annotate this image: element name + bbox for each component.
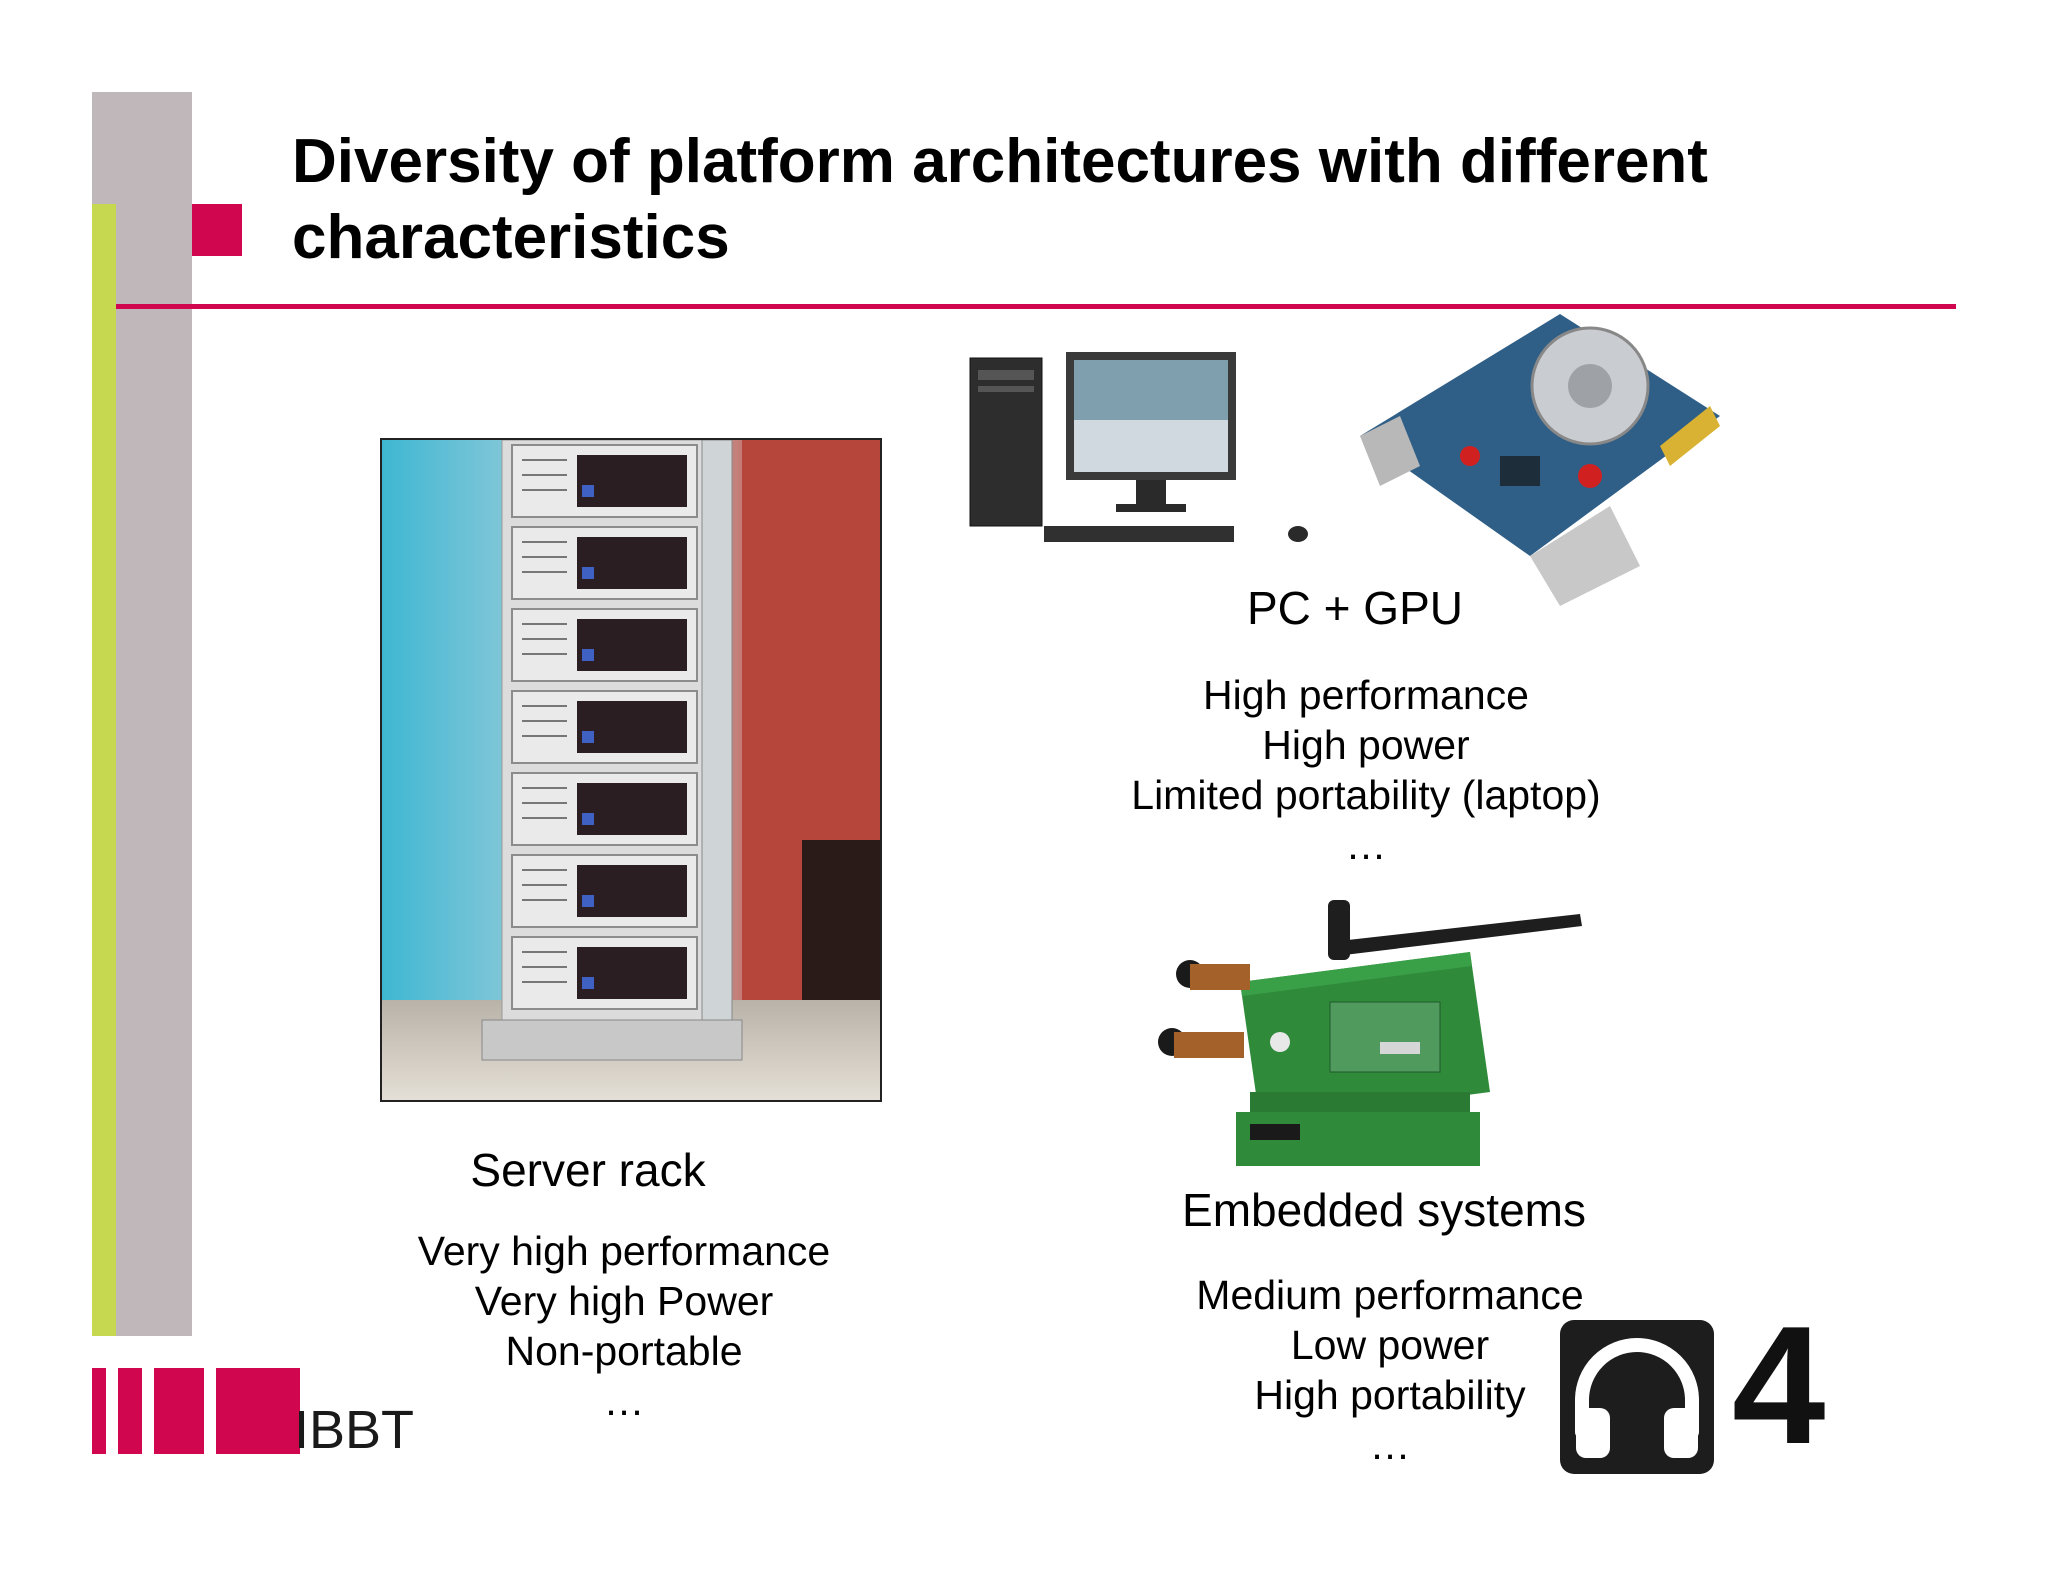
server-rack-label: Server rack [470, 1144, 706, 1196]
server-rack-photo [380, 438, 882, 1102]
title-divider [116, 304, 1956, 309]
embedded-systems-characteristics: Medium performance Low power High portab… [1150, 1270, 1630, 1470]
server-rack-line: Non-portable [505, 1328, 743, 1374]
ibbt-logo: IBBT [92, 1368, 422, 1458]
server-rack-line: Very high Power [474, 1278, 774, 1324]
gpu-card-photo [1340, 306, 1720, 606]
embedded-line: … [1369, 1422, 1411, 1468]
gpu-card-image [1360, 314, 1720, 606]
pc-gpu-characteristics: High performance High power Limited port… [1066, 670, 1666, 870]
pc-gpu-label: PC + GPU [1246, 582, 1463, 634]
sidebar-green-bar [92, 204, 116, 1336]
slide-title: Diversity of platform architectures with… [292, 124, 1792, 276]
logo-bar [92, 1368, 106, 1454]
server-rack-line: Very high performance [417, 1228, 831, 1274]
server-rack-image [382, 440, 880, 1100]
slide-title-line-1: Diversity of platform architectures with… [292, 127, 1708, 196]
server-rack-line: … [603, 1378, 645, 1424]
embedded-board-photo [1150, 892, 1590, 1168]
pc-gpu-line: High performance [1203, 672, 1529, 718]
pc-photo [966, 350, 1316, 554]
pc-image [969, 352, 1308, 542]
embedded-line: High portability [1254, 1372, 1526, 1418]
badge-number: 4 [1732, 1291, 1826, 1479]
title-accent-square [192, 204, 242, 256]
headphones-badge [1560, 1320, 1714, 1474]
logo-bar [118, 1368, 142, 1454]
logo-text: IBBT [294, 1400, 415, 1460]
slide-title-line-2: characteristics [292, 203, 730, 272]
pc-gpu-line: High power [1262, 722, 1470, 768]
pc-gpu-line: Limited portability (laptop) [1131, 772, 1601, 818]
embedded-line: Low power [1290, 1322, 1490, 1368]
logo-bar [154, 1368, 204, 1454]
pc-gpu-line: … [1345, 822, 1387, 868]
embedded-line: Medium performance [1196, 1272, 1584, 1318]
embedded-systems-label: Embedded systems [1182, 1184, 1586, 1236]
server-rack-characteristics: Very high performance Very high Power No… [334, 1226, 914, 1426]
embedded-board-image [1158, 900, 1582, 1166]
headphones-icon [1575, 1338, 1699, 1458]
logo-bar [216, 1368, 300, 1454]
